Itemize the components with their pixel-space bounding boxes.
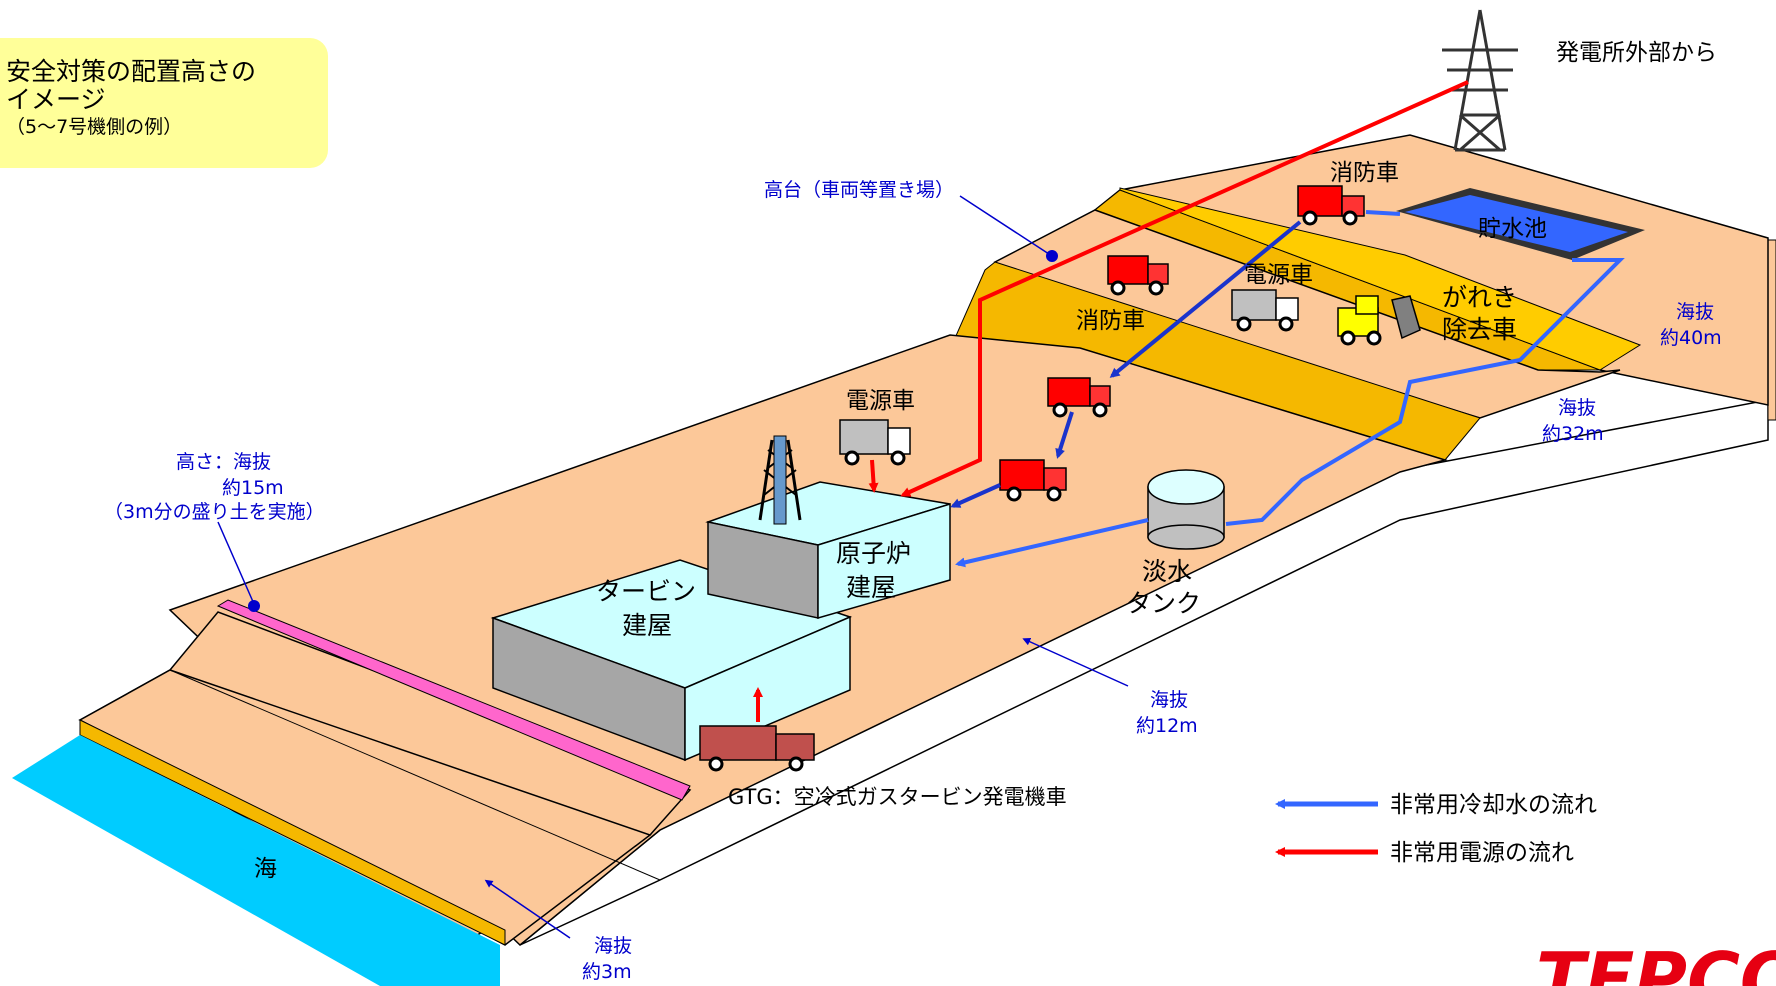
- highland-label: 高台（車両等置き場）: [764, 179, 954, 201]
- reservoir-to-firetruck-flow: [1109, 220, 1302, 378]
- turbine-front: [684, 615, 851, 762]
- reactor-building-label-1: 原子炉: [836, 539, 911, 568]
- shore-divider: [169, 669, 661, 881]
- seawall-top: [216, 599, 691, 801]
- tank-to-reactor-flow: [955, 518, 1149, 568]
- title-box: [0, 38, 328, 168]
- annotation-pointers: [217, 195, 1129, 939]
- fire-truck-top: [1297, 185, 1365, 226]
- power-flow-lines: [753, 80, 1469, 722]
- power-truck-top: [1231, 289, 1299, 332]
- firetruck-to-reactor-flow: [950, 483, 1001, 508]
- labels: 発電所外部から 高台（車両等置き場） 消防車 貯水池 電源車 がれき 除去車 消…: [104, 40, 1722, 983]
- power-truck-left: [839, 419, 911, 466]
- firetruck-chain-flow: [1055, 411, 1074, 459]
- altitude-12m-label-1: 海抜: [1150, 689, 1188, 711]
- legend: 非常用冷却水の流れ 非常用電源の流れ: [1275, 792, 1597, 866]
- altitude-3m-label-2: 約3m: [582, 961, 632, 983]
- altitude-32m-label-2: 約32m: [1542, 423, 1604, 445]
- power-truck-top-label: 電源車: [1244, 262, 1313, 288]
- title-line-2: イメージ: [6, 85, 106, 114]
- sea: [12, 735, 500, 986]
- rubble-removal-truck: [1337, 295, 1421, 346]
- freshwater-tank-label-2: タンク: [1126, 589, 1201, 618]
- transmission-tower-icon: [1442, 9, 1518, 152]
- title-line-1: 安全対策の配置高さの: [6, 57, 257, 86]
- offsite-power-flow: [900, 80, 1469, 497]
- power-truck-left-label: 電源車: [846, 388, 915, 414]
- turbine-building-label-1: タービン: [596, 577, 696, 606]
- shoreline-edge: [79, 719, 506, 946]
- offsite-power-label: 発電所外部から: [1556, 40, 1717, 66]
- reservoir-to-tank-flow: [1225, 258, 1625, 526]
- fire-truck-low: [999, 459, 1067, 502]
- altitude-40m-label-2: 約40m: [1660, 327, 1722, 349]
- seawall-height-label-1: 高さ：海抜: [176, 451, 271, 473]
- altitude-12m-label-2: 約12m: [1136, 715, 1198, 737]
- reservoir-feed: [1365, 210, 1401, 216]
- fire-truck-mid: [1047, 377, 1111, 418]
- right-cliff-face: [1767, 239, 1776, 421]
- truck-power-flow: [868, 459, 879, 493]
- title-line-3: （5～7号機側の例）: [6, 116, 183, 138]
- reservoir: [1396, 188, 1645, 260]
- freshwater-tank-label-1: 淡水: [1142, 557, 1192, 586]
- fire-truck-mid-label: 消防車: [1076, 308, 1145, 334]
- altitude-40m-label-1: 海抜: [1676, 301, 1714, 323]
- cooling-water-flow-lines: [950, 210, 1625, 568]
- fire-truck-upper-left: [1107, 255, 1169, 296]
- rubble-truck-label-2: 除去車: [1442, 315, 1517, 344]
- slope-top-strip: [1119, 187, 1642, 371]
- seawall-height-label-2: 約15m: [222, 477, 284, 499]
- legend-cooling-water-label: 非常用冷却水の流れ: [1390, 792, 1597, 818]
- altitude-32m-label-1: 海抜: [1558, 397, 1596, 419]
- sea-label: 海: [254, 856, 277, 882]
- rubble-truck-label-1: がれき: [1442, 283, 1517, 312]
- gtg-truck: [699, 725, 815, 772]
- seawall-height-label-3: （3m分の盛り土を実施）: [104, 501, 325, 523]
- turbine-building-label-2: 建屋: [622, 611, 672, 640]
- gtg-label: GTG：空冷式ガスタービン発電機車: [728, 785, 1067, 809]
- terrain: [12, 134, 1776, 986]
- tepco-logo: TEPCO: [1536, 937, 1776, 986]
- title: 安全対策の配置高さの イメージ （5～7号機側の例）: [6, 58, 256, 140]
- fire-truck-top-label: 消防車: [1330, 160, 1399, 186]
- reactor-front: [817, 502, 951, 619]
- legend-power-label: 非常用電源の流れ: [1390, 840, 1574, 866]
- exhaust-stack: [758, 435, 802, 525]
- reservoir-label: 貯水池: [1478, 216, 1547, 242]
- fresh-water-tank: [1147, 469, 1225, 550]
- altitude-3m-label-1: 海抜: [594, 935, 632, 957]
- reactor-building: [705, 435, 951, 619]
- reactor-building-label-2: 建屋: [846, 573, 896, 602]
